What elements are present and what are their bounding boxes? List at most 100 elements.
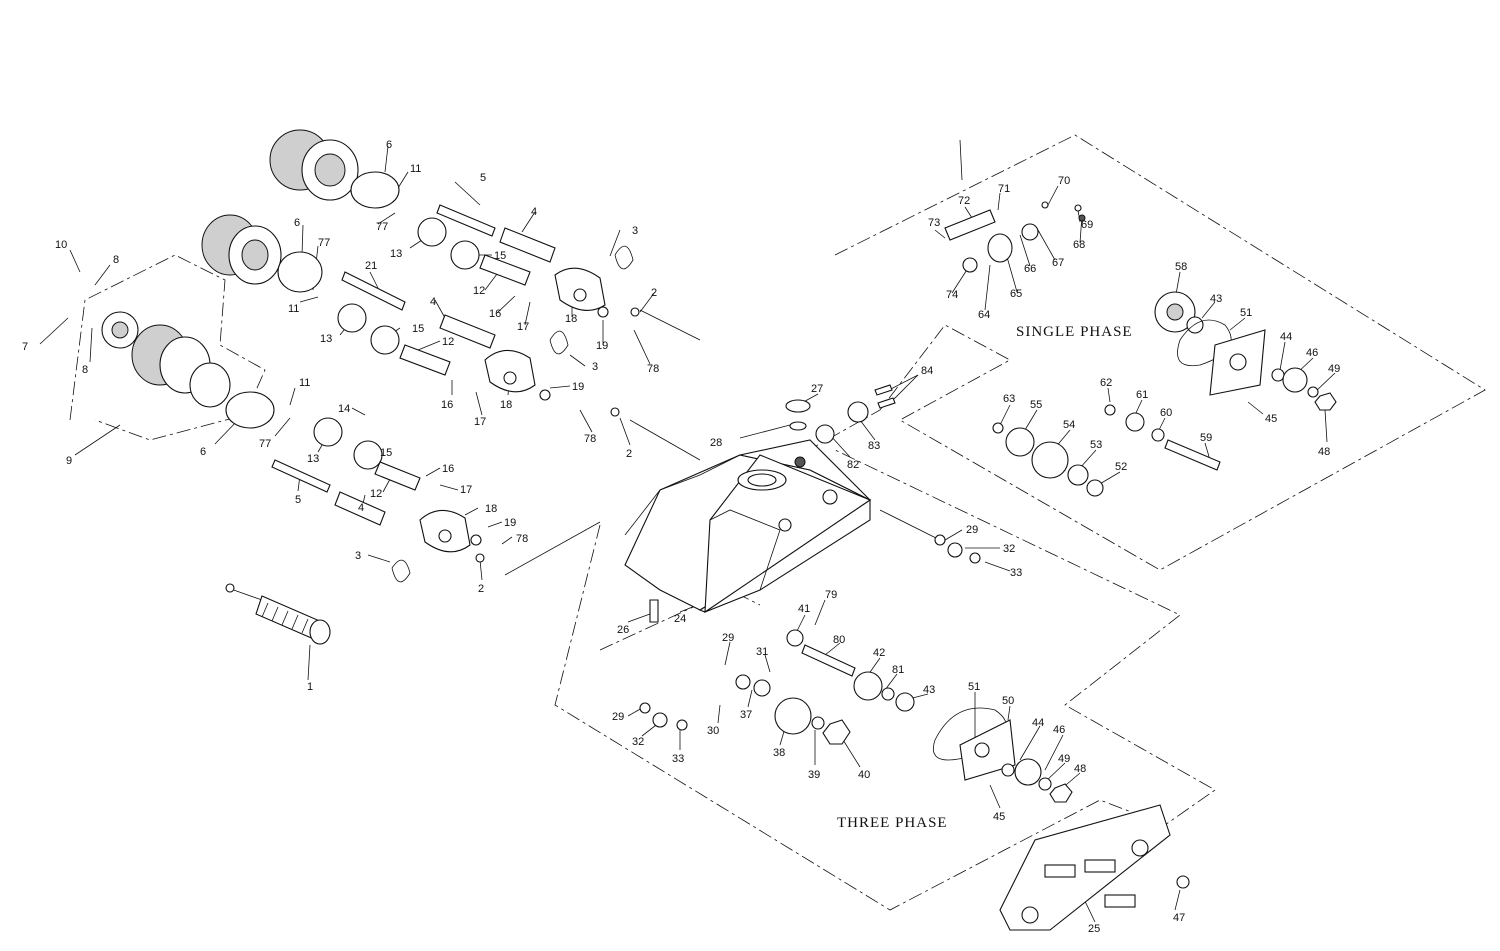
part-label: 29 [966,524,978,536]
part-label: 18 [485,503,497,515]
part-label: 83 [868,440,880,452]
part-label: 5 [295,494,301,506]
part-label: 32 [1003,543,1015,555]
part-label: 55 [1030,399,1042,411]
gearbox-housing [624,439,872,614]
part-label: 13 [307,453,319,465]
part-label: 15 [380,447,392,459]
part-label: 59 [1200,432,1212,444]
drive-shafts [271,204,640,583]
part-label: 79 [825,589,837,601]
part-label: 45 [1265,413,1277,425]
single-phase-parts [944,201,1337,497]
part-label: 64 [978,309,990,321]
part-label: 32 [632,736,644,748]
part-label: 4 [531,206,537,218]
part-label: 48 [1318,446,1330,458]
part-label: 77 [376,221,388,233]
part-label: 77 [318,237,330,249]
part-label: 51 [1240,307,1252,319]
part-label: 5 [480,172,486,184]
part-label: 41 [798,603,810,615]
part-label: 10 [55,239,67,251]
part-label: 49 [1058,753,1070,765]
part-label: 71 [998,183,1010,195]
part-label: 13 [390,248,402,260]
part-label: 49 [1328,363,1340,375]
part-label: 15 [412,323,424,335]
part-label: 47 [1173,912,1185,924]
part-label: 17 [460,484,472,496]
part-label: 11 [288,303,299,315]
part-label: 6 [386,139,392,151]
part-label: 17 [517,321,529,333]
part-label: 44 [1280,331,1292,343]
end-cover [999,804,1190,931]
part-label: 18 [500,399,512,411]
part-label: 26 [617,624,629,636]
part-label: 72 [958,195,970,207]
part-label: 61 [1136,389,1148,401]
part-label: 58 [1175,261,1187,273]
part-label: 19 [504,517,516,529]
part-label: 81 [892,664,904,676]
part-label: 63 [1003,393,1015,405]
part-label: 8 [82,364,88,376]
single-phase-caption: SINGLE PHASE [1016,324,1133,340]
top-fittings [649,384,896,623]
part-label: 19 [572,381,584,393]
part-label: 78 [584,433,596,445]
part-label: 21 [365,260,377,272]
part-label: 31 [756,646,768,658]
part-label: 12 [370,488,382,500]
part-label: 38 [773,747,785,759]
part-label: 25 [1088,923,1100,935]
part-label: 4 [358,502,364,514]
part-label: 68 [1073,239,1085,251]
part-label: 29 [612,711,624,723]
part-label: 84 [921,365,933,377]
part-label: 62 [1100,377,1112,389]
feed-rollers [101,129,400,429]
part-label: 24 [674,613,686,625]
part-label: 2 [651,287,657,299]
part-label: 8 [113,254,119,266]
part-label: 60 [1160,407,1172,419]
part-label: 3 [592,361,598,373]
part-label: 16 [442,463,454,475]
part-label: 13 [320,333,332,345]
part-label: 3 [632,225,638,237]
part-label: 44 [1032,717,1044,729]
part-label: 39 [808,769,820,781]
part-label: 17 [474,416,486,428]
part-label: 30 [707,725,719,737]
part-label: 66 [1024,263,1036,275]
part-label: 70 [1058,175,1070,187]
part-label: 2 [478,583,484,595]
crank-handle [225,583,331,645]
part-label: 11 [299,377,310,389]
part-label: 52 [1115,461,1127,473]
part-label: 45 [993,811,1005,823]
part-label: 33 [1010,567,1022,579]
part-label: 15 [494,250,506,262]
part-label: 14 [338,403,350,415]
part-label: 7 [22,341,28,353]
part-label: 40 [858,769,870,781]
part-label: 16 [489,308,501,320]
part-label: 43 [1210,293,1222,305]
part-label: 11 [410,163,421,175]
part-label: 77 [259,438,271,450]
part-label: 46 [1306,347,1318,359]
part-label: 19 [596,340,608,352]
part-label: 53 [1090,439,1102,451]
part-label: 12 [442,336,454,348]
part-label: 12 [473,285,485,297]
part-label: 73 [928,217,940,229]
part-label: 18 [565,313,577,325]
part-label: 9 [66,455,72,467]
part-label: 4 [430,296,436,308]
part-label: 48 [1074,763,1086,775]
part-label: 33 [672,753,684,765]
part-label: 28 [710,437,722,449]
